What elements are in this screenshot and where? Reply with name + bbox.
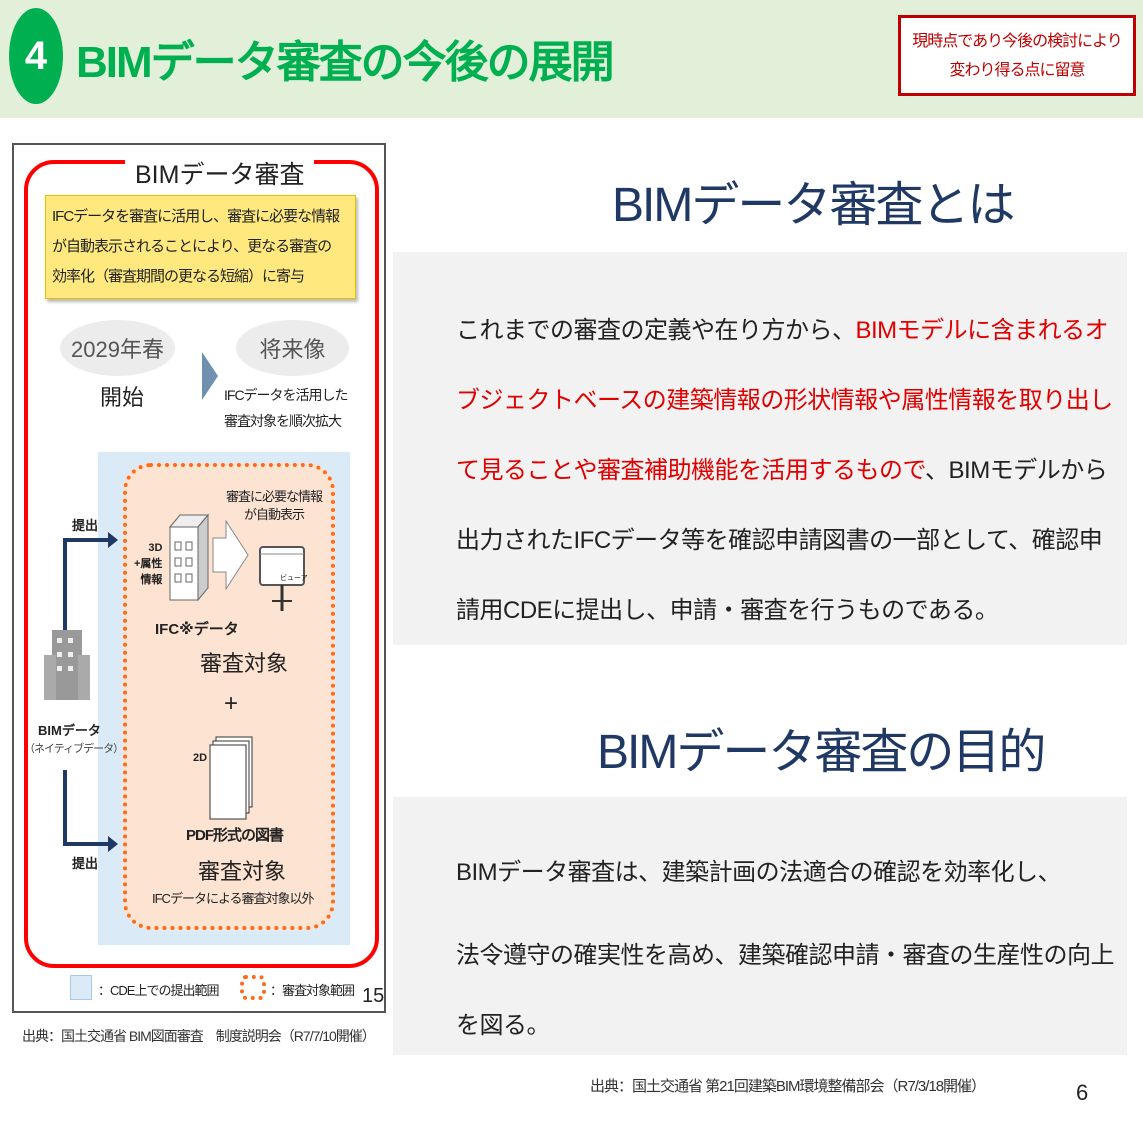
ifc-data-label: IFC※データ [155, 621, 239, 638]
section1-line: 請用CDEに提出し、申請・審査を行うものである。 [456, 590, 999, 625]
highlight-text: て見ることや審査補助機能を活用するもので [456, 457, 926, 484]
highlight-text: ブジェクトベースの建築情報の形状情報や属性情報を取り出し [456, 387, 1113, 414]
arrow-line [63, 538, 67, 640]
section1-title: BIMデータ審査とは [612, 179, 1015, 232]
pdf-documents-icon [209, 736, 253, 820]
section2-line: 法令遵守の確実性を高め、建築確認申請・審査の生産性の向上 [456, 942, 1115, 969]
arrow-line [63, 538, 111, 542]
viewer-label: ビューア [280, 575, 308, 582]
review-target-label: 審査対象 [200, 651, 289, 676]
viewer-monitor-icon [259, 546, 305, 611]
plus-sign: + [224, 690, 239, 717]
footer-source: 出典：国土交通省 第21回建築BIM環境整備部会（R7/3/18開催） [590, 1078, 986, 1095]
building-icon [44, 630, 90, 700]
submit-label: 提出 [72, 856, 99, 871]
figure-panel [12, 143, 386, 1013]
summary-line: 効率化（審査期間の更なる短縮）に寄与 [52, 268, 305, 285]
legend-review-label: ：審査対象範囲 [270, 983, 355, 998]
native-data-label: （ネイティブデータ） [24, 743, 124, 755]
timeline-start-oval: 2029年春 [60, 320, 175, 376]
body-text: これまでの審査の定義や在り方から、 [456, 317, 856, 344]
attr-line: +属性 [134, 558, 163, 570]
figure-title: BIMデータ審査 [125, 155, 315, 191]
pdf-drawings-label: PDF形式の図書 [186, 827, 284, 844]
attr-line: 3D [148, 542, 163, 554]
figure-source: 出典：国土交通省 BIM図面審査 制度説明会（R7/7/10開催） [22, 1028, 376, 1044]
legend-review-swatch [240, 975, 266, 1000]
section2-box [393, 797, 1127, 1055]
section1-line: これまでの審査の定義や在り方から、BIMモデルに含まれるオ [456, 310, 1109, 345]
arrow-line [63, 770, 67, 845]
summary-line: IFCデータを審査に活用し、審査に必要な情報 [52, 208, 340, 225]
body-text: 出力されたIFCデータ等を確認申請図書の一部として、確認申 [456, 527, 1103, 554]
auto-display-label: 審査に必要な情報 が自動表示 [226, 488, 323, 524]
section1-box [393, 252, 1127, 645]
figure-page-number: 15 [362, 985, 385, 1007]
legend-cde-label: ：CDE上での提出範囲 [98, 983, 219, 998]
auto-display-line: が自動表示 [244, 507, 305, 522]
review-target-label: 審査対象 [198, 859, 287, 884]
timeline-future-oval: 将来像 [236, 320, 349, 376]
bim-data-label: BIMデータ [38, 723, 101, 738]
section2-line: BIMデータ審査は、建築計画の法適合の確認を効率化し、 [456, 859, 1062, 886]
future-line: 審査対象を順次拡大 [224, 413, 342, 429]
section-number-badge: 4 [9, 8, 63, 104]
section2-title: BIMデータ審査の目的 [597, 726, 1046, 779]
auto-display-line: 審査に必要な情報 [226, 489, 323, 504]
ifc-model-icon [168, 513, 210, 602]
body-text: 、BIMモデルから [925, 457, 1108, 484]
note-line: 現時点であり今後の検討により [912, 33, 1123, 50]
section1-line: ブジェクトベースの建築情報の形状情報や属性情報を取り出し [456, 380, 1113, 415]
arrow-right-icon [202, 352, 218, 400]
summary-box: IFCデータを審査に活用し、審査に必要な情報 が自動表示されることにより、更なる… [45, 195, 356, 299]
future-line: IFCデータを活用した [224, 387, 349, 403]
page-title: BIMデータ審査の今後の展開 [76, 38, 615, 87]
arrow-line [63, 842, 111, 846]
section1-line: 出力されたIFCデータ等を確認申請図書の一部として、確認申 [456, 520, 1103, 555]
submit-label: 提出 [72, 518, 99, 533]
attribute-label: 3D +属性 情報 [134, 540, 162, 588]
section1-line: て見ることや審査補助機能を活用するもので、BIMモデルから [456, 450, 1108, 485]
timeline-start-text: 開始 [100, 385, 145, 410]
disclaimer-note: 現時点であり今後の検討により 変わり得る点に留意 [898, 15, 1136, 96]
big-arrow-icon [212, 520, 249, 590]
section2-line: を図る。 [456, 1012, 551, 1039]
page-number: 6 [1076, 1080, 1089, 1105]
body-text: 請用CDEに提出し、申請・審査を行うものである。 [456, 597, 999, 624]
arrow-head-icon [108, 532, 118, 548]
2d-label: 2D [193, 752, 208, 764]
arrow-head-icon [108, 836, 118, 852]
highlight-text: BIMモデルに含まれるオ [855, 317, 1109, 344]
summary-line: が自動表示されることにより、更なる審査の [52, 238, 332, 255]
timeline-future-text: IFCデータを活用した 審査対象を順次拡大 [224, 382, 349, 434]
attr-line: 情報 [140, 574, 163, 586]
note-line: 変わり得る点に留意 [949, 62, 1085, 79]
legend-cde-swatch [70, 975, 92, 1000]
non-ifc-label: IFCデータによる審査対象以外 [152, 891, 315, 906]
